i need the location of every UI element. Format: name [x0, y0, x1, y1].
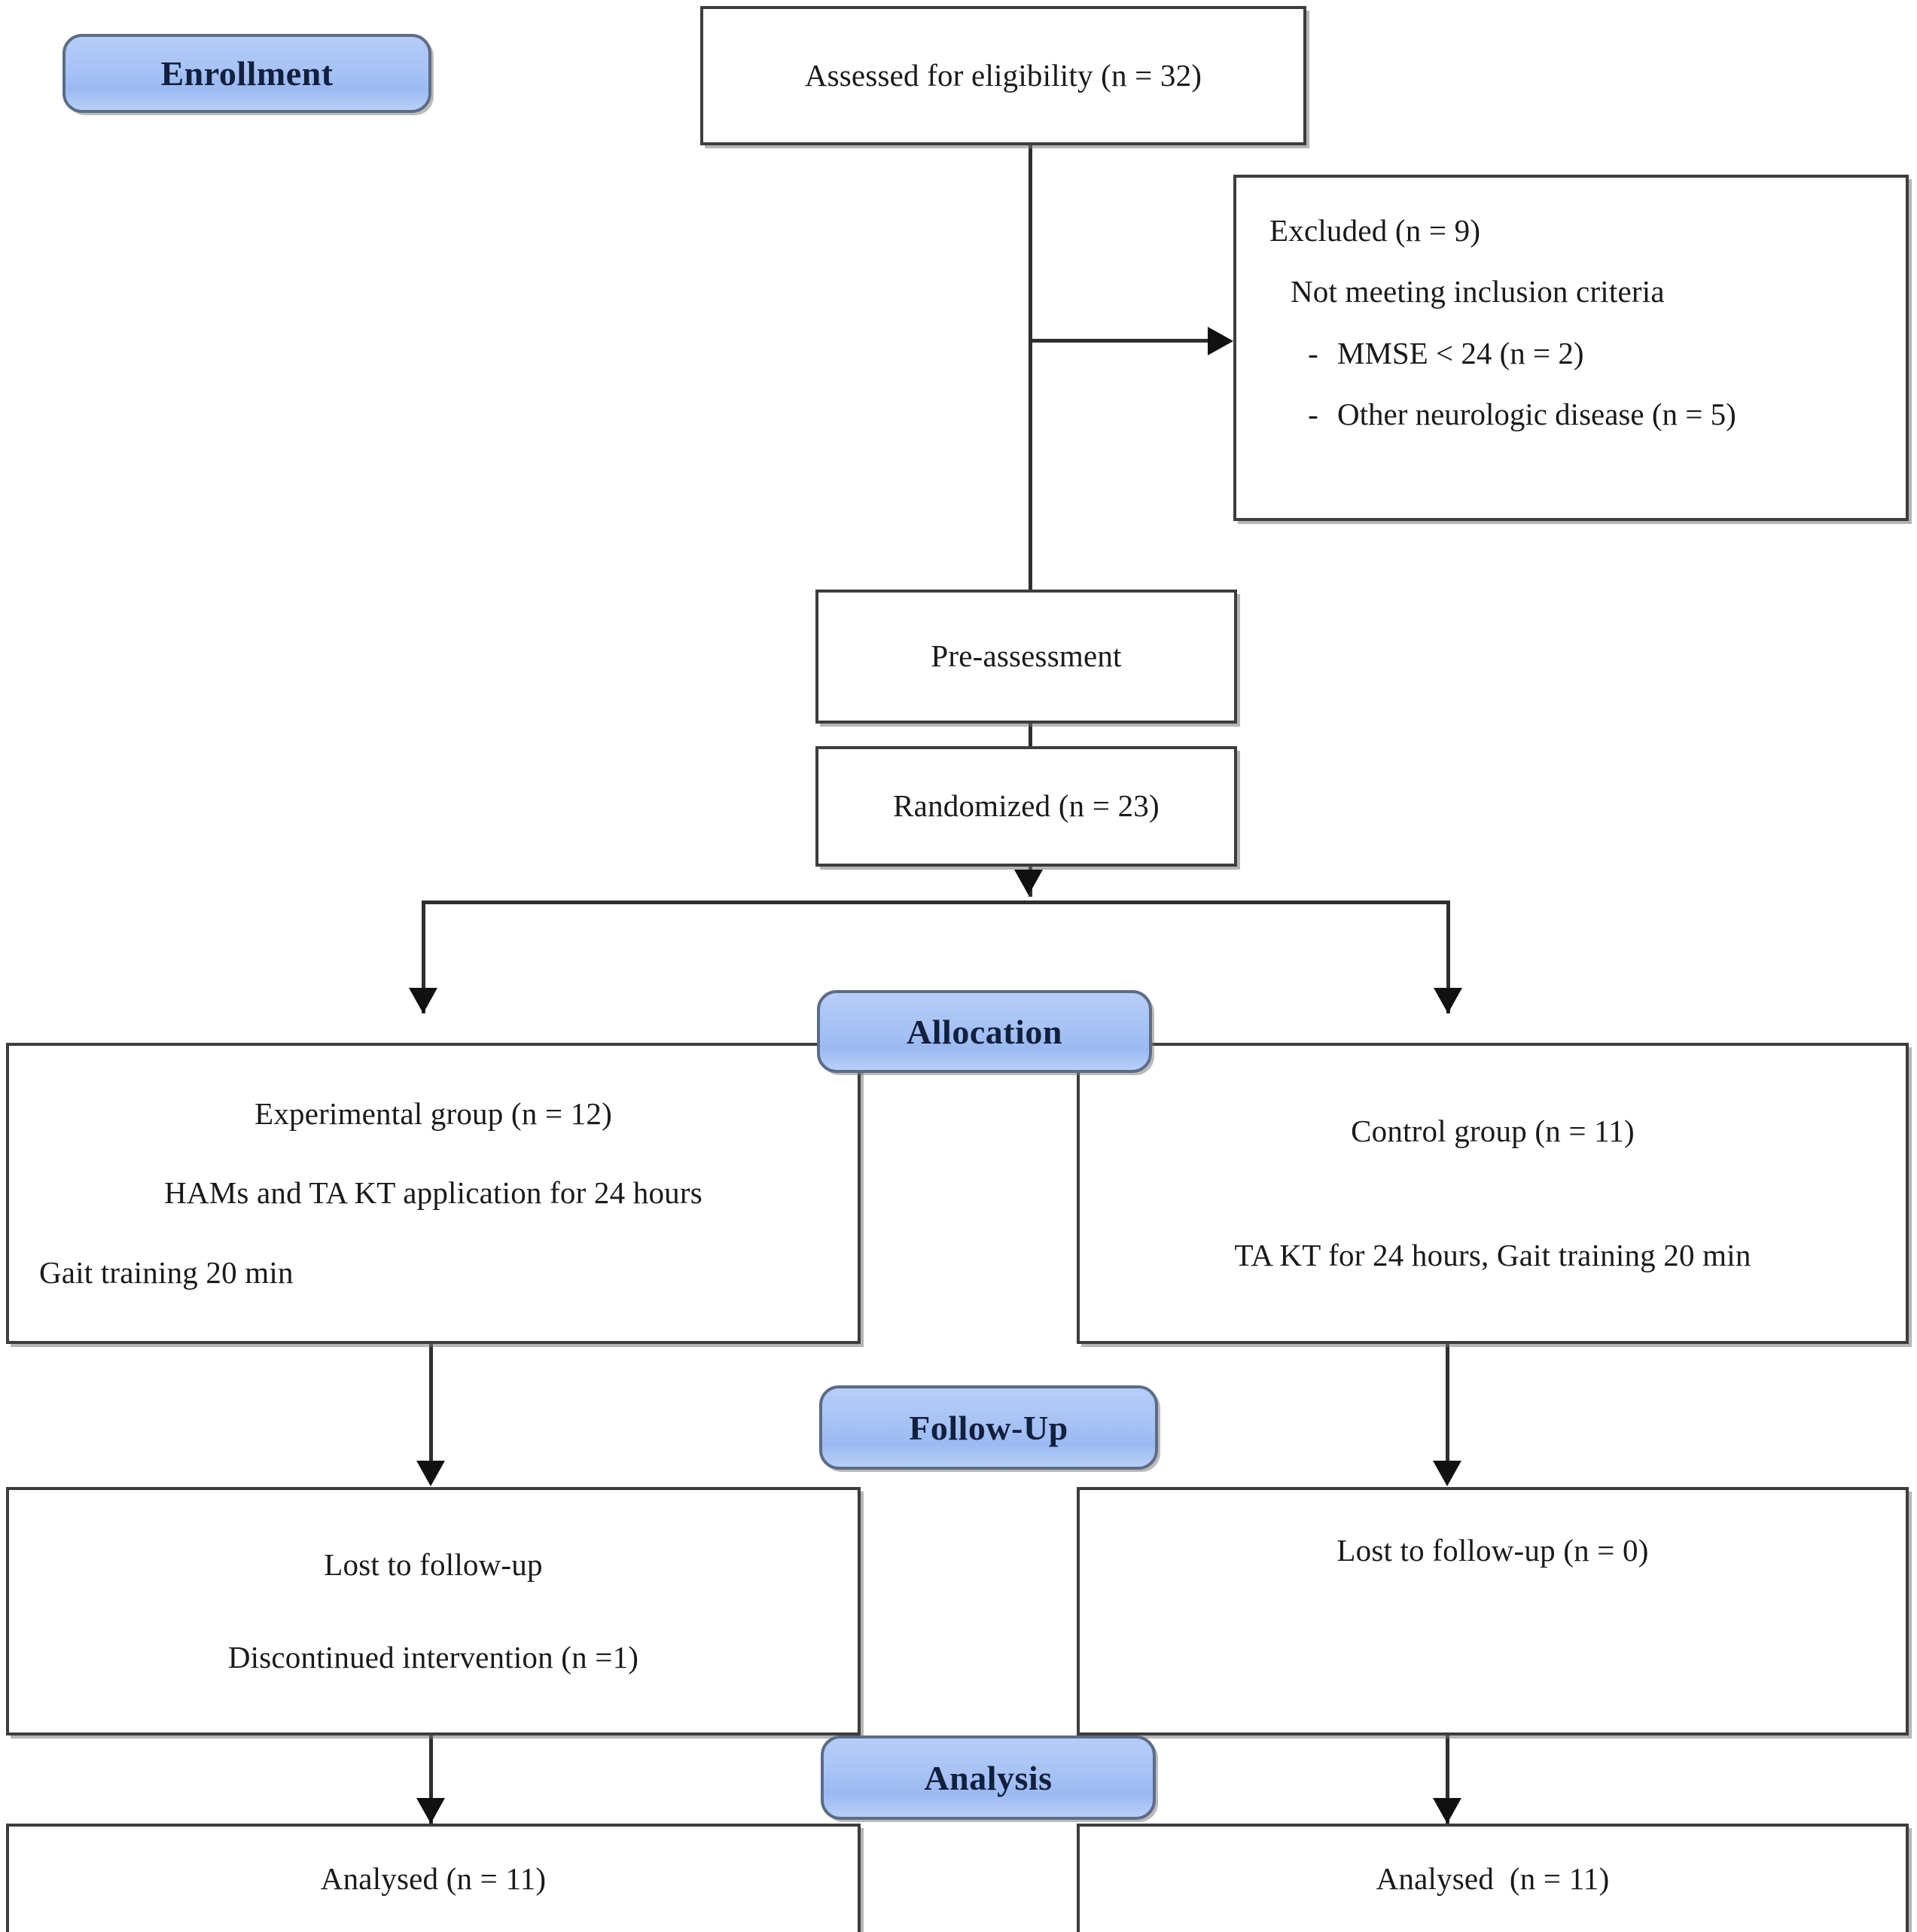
arrowhead-analysis-right	[1433, 1798, 1461, 1824]
node-excluded-bullet-2: - Other neurologic disease (n = 5)	[1289, 395, 1873, 434]
node-followup-right: Lost to follow-up (n = 0)	[1077, 1487, 1909, 1735]
node-randomized-line-1: Randomized (n = 23)	[893, 788, 1160, 824]
node-assessed-for-eligibility: Assessed for eligibility (n = 32)	[700, 6, 1306, 145]
bullet-dash-icon: -	[1308, 335, 1318, 370]
node-followup-right-line-1: Lost to follow-up (n = 0)	[1336, 1533, 1649, 1568]
node-followup-left-line-1: Lost to follow-up	[324, 1547, 543, 1582]
node-followup-left-line-2: Discontinued intervention (n =1)	[227, 1640, 639, 1675]
stage-badge-enrollment: Enrollment	[62, 34, 431, 113]
node-experimental-line-2: HAMs and TA KT application for 24 hours	[164, 1175, 702, 1211]
connector-split-left-drop	[422, 900, 425, 1013]
node-pre-assessment: Pre-assessment	[815, 590, 1237, 724]
node-randomized: Randomized (n = 23)	[815, 746, 1237, 867]
stage-badge-follow-up-label: Follow-Up	[909, 1408, 1068, 1447]
connector-followup-left-to-analysis	[429, 1735, 433, 1826]
arrowhead-split-left	[409, 988, 437, 1013]
node-control-group: Control group (n = 11) TA KT for 24 hour…	[1077, 1043, 1909, 1344]
node-analysed-left-line-1: Analysed (n = 11)	[320, 1861, 547, 1897]
stage-badge-follow-up: Follow-Up	[819, 1385, 1158, 1470]
node-analysed-left: Analysed (n = 11)	[6, 1824, 861, 1932]
stage-badge-enrollment-label: Enrollment	[160, 54, 334, 93]
node-experimental-line-1: Experimental group (n = 12)	[254, 1096, 612, 1132]
arrowhead-exclusion	[1208, 327, 1233, 355]
connector-allocation-split-bar	[422, 900, 1450, 904]
bullet-dash-icon: -	[1308, 396, 1318, 431]
node-control-line-1: Control group (n = 11)	[1351, 1113, 1635, 1148]
arrowhead-control-followup	[1433, 1461, 1461, 1486]
node-excluded-bullet-1-text: MMSE < 24 (n = 2)	[1337, 335, 1584, 370]
stage-badge-allocation: Allocation	[817, 990, 1152, 1073]
node-control-line-2: TA KT for 24 hours, Gait training 20 min	[1234, 1238, 1751, 1272]
node-excluded-heading: Excluded (n = 9)	[1269, 213, 1481, 248]
node-pre-assessment-line-1: Pre-assessment	[931, 638, 1122, 674]
connector-assessed-to-preassessment	[1029, 145, 1032, 590]
connector-control-to-followup	[1446, 1344, 1449, 1464]
arrowhead-split-right	[1434, 988, 1462, 1013]
node-followup-left: Lost to follow-up Discontinued intervent…	[6, 1487, 861, 1735]
node-excluded-subheading: Not meeting inclusion criteria	[1291, 274, 1665, 309]
node-excluded: Excluded (n = 9) Not meeting inclusion c…	[1233, 175, 1909, 521]
stage-badge-analysis-label: Analysis	[924, 1758, 1053, 1797]
arrowhead-randomized-stem	[1014, 870, 1043, 895]
node-excluded-bullet-1: - MMSE < 24 (n = 2)	[1289, 334, 1873, 373]
stage-badge-analysis: Analysis	[821, 1735, 1156, 1820]
node-experimental-line-3: Gait training 20 min	[39, 1254, 294, 1290]
connector-experimental-to-followup	[429, 1344, 433, 1464]
connector-followup-right-to-analysis	[1446, 1735, 1449, 1826]
connector-split-right-drop	[1446, 900, 1450, 1013]
node-analysed-right-line-1: Analysed (n = 11)	[1376, 1861, 1610, 1897]
connector-preassessment-to-randomized	[1029, 724, 1032, 746]
node-assessed-line-1: Assessed for eligibility (n = 32)	[804, 57, 1202, 93]
connector-exclusion-branch	[1029, 339, 1209, 343]
node-excluded-bullet-2-text: Other neurologic disease (n = 5)	[1337, 396, 1736, 431]
arrowhead-analysis-left	[416, 1798, 445, 1824]
arrowhead-experimental-followup	[416, 1461, 445, 1486]
stage-badge-allocation-label: Allocation	[907, 1012, 1062, 1051]
node-analysed-right: Analysed (n = 11)	[1077, 1824, 1909, 1932]
node-experimental-group: Experimental group (n = 12) HAMs and TA …	[6, 1043, 861, 1344]
